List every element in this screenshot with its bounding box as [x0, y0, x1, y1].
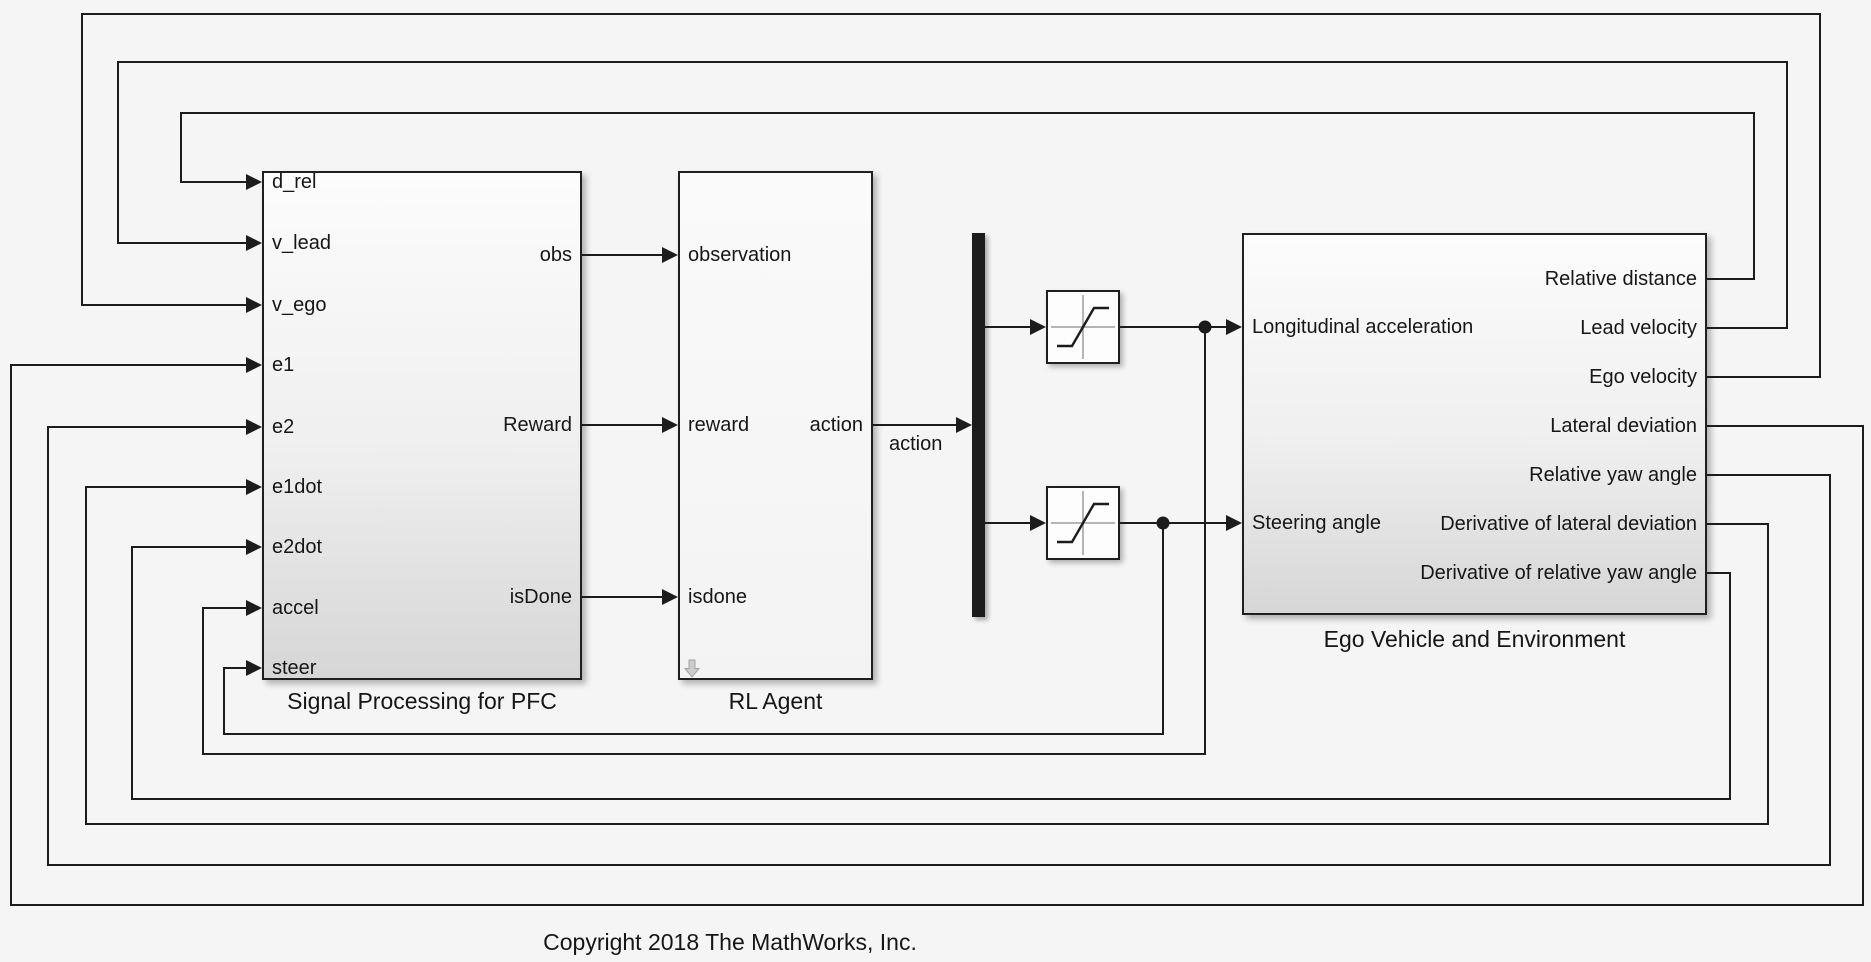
wire-action-to-demux[interactable]: [873, 417, 972, 433]
port-label-steer: steer: [272, 657, 317, 679]
arrowhead: [662, 247, 678, 263]
saturation-icon: [1051, 491, 1115, 555]
arrowhead: [246, 419, 262, 435]
port-label-reward-in: reward: [688, 414, 750, 436]
port-label-v-ego: v_ego: [272, 294, 327, 316]
port-label-v-lead: v_lead: [272, 232, 331, 254]
arrowhead: [662, 589, 678, 605]
arrowhead: [246, 539, 262, 555]
port-label-derivative-lateral-deviation: Derivative of lateral deviation: [1440, 513, 1697, 535]
wire-saturation-steer-to-ego[interactable]: [1120, 515, 1242, 531]
arrowhead: [246, 174, 262, 190]
port-label-steering-angle: Steering angle: [1252, 512, 1381, 534]
arrowhead: [246, 357, 262, 373]
copyright-text: Copyright 2018 The MathWorks, Inc.: [543, 929, 917, 955]
open-subsystem-arrow-down-icon[interactable]: [683, 659, 701, 683]
signal-label-action: action: [889, 433, 943, 455]
arrowhead: [956, 417, 972, 433]
junction-dot: [1156, 516, 1170, 530]
port-label-lateral-deviation: Lateral deviation: [1550, 415, 1697, 437]
port-label-e2dot: e2dot: [272, 536, 323, 558]
arrowhead: [1226, 319, 1242, 335]
junction-dot: [1198, 320, 1212, 334]
port-label-isdone-in: isdone: [688, 586, 747, 608]
arrowhead: [1030, 319, 1046, 335]
saturation-icon: [1051, 295, 1115, 359]
wire-saturation-accel-to-ego[interactable]: [1120, 319, 1242, 335]
port-label-isdone-out: isDone: [509, 586, 572, 608]
port-label-derivative-relative-yaw-angle: Derivative of relative yaw angle: [1420, 562, 1697, 584]
wire-demux-to-saturation-accel[interactable]: [985, 319, 1046, 335]
port-label-longitudinal-acceleration: Longitudinal acceleration: [1252, 316, 1474, 338]
wire-reward-to-reward[interactable]: [582, 417, 678, 433]
port-label-relative-yaw-angle: Relative yaw angle: [1529, 464, 1697, 486]
block-demux[interactable]: [972, 233, 985, 617]
port-label-lead-velocity: Lead velocity: [1580, 317, 1697, 339]
arrowhead: [1030, 515, 1046, 531]
block-name-signal-processing: Signal Processing for PFC: [287, 688, 557, 714]
block-saturation-steer[interactable]: [1046, 486, 1120, 560]
block-rl-agent[interactable]: observation reward isdone action: [678, 171, 873, 680]
block-name-ego-vehicle: Ego Vehicle and Environment: [1323, 626, 1626, 652]
port-label-accel: accel: [272, 597, 319, 619]
arrowhead: [246, 297, 262, 313]
block-ego-vehicle[interactable]: Longitudinal acceleration Steering angle…: [1242, 233, 1707, 615]
wire-isdone-to-isdone[interactable]: [582, 589, 678, 605]
arrowhead: [1226, 515, 1242, 531]
port-label-relative-distance: Relative distance: [1544, 268, 1697, 290]
port-label-e1: e1: [272, 354, 295, 376]
arrowhead: [662, 417, 678, 433]
arrowhead: [246, 660, 262, 676]
port-label-e1dot: e1dot: [272, 476, 323, 498]
wire-obs-to-observation[interactable]: [582, 247, 678, 263]
port-label-reward-out: Reward: [503, 414, 572, 436]
port-label-e2: e2: [272, 416, 295, 438]
arrowhead: [246, 479, 262, 495]
arrowhead: [246, 235, 262, 251]
block-name-rl-agent: RL Agent: [728, 688, 823, 714]
port-label-action-out: action: [809, 414, 863, 436]
port-label-d-rel: d_rel: [272, 171, 317, 193]
wire-demux-to-saturation-steer[interactable]: [985, 515, 1046, 531]
port-label-observation: observation: [688, 244, 792, 266]
port-label-obs: obs: [539, 244, 572, 266]
block-saturation-accel[interactable]: [1046, 290, 1120, 364]
block-signal-processing[interactable]: d_rel v_lead v_ego e1 e2 e1dot e2dot acc…: [262, 171, 582, 680]
arrowhead: [246, 600, 262, 616]
port-label-ego-velocity: Ego velocity: [1589, 366, 1697, 388]
